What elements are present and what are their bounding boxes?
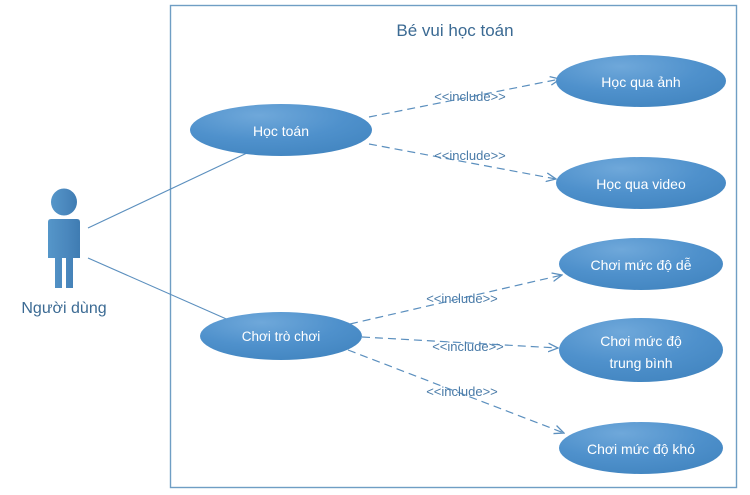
- use-case-ellipse: [190, 104, 372, 156]
- use-case-ellipse: [200, 312, 362, 360]
- association-user-to-hoc-toan: [87, 152, 248, 229]
- use-case-hoc-qua-video[interactable]: Học qua video: [556, 157, 726, 209]
- system-boundary-title: Bé vui học toán: [396, 21, 513, 40]
- use-case-ellipse: [556, 55, 726, 107]
- use-case-choi-muc-do-kho[interactable]: Chơi mức độ khó: [559, 422, 723, 474]
- use-case-label: Chơi mức độ khó: [587, 441, 695, 457]
- actor-label-nguoi-dung: Người dùng: [21, 300, 106, 317]
- use-case-choi-tro-choi[interactable]: Chơi trò chơi: [200, 312, 362, 360]
- use-case-label: Học qua ảnh: [601, 74, 680, 90]
- use-case-label-line1: Chơi mức độ: [600, 333, 682, 349]
- include-label-muc-do-kho: <<include>>: [426, 384, 498, 399]
- association-user-to-choi-tro-choi: [87, 257, 241, 326]
- use-case-hoc-qua-anh[interactable]: Học qua ảnh: [556, 55, 726, 107]
- use-case-ellipse: [559, 238, 723, 290]
- include-arrow-hoc-qua-anh: [368, 79, 560, 118]
- include-arrow-muc-do-de: [349, 275, 562, 325]
- use-case-ellipse: [559, 422, 723, 474]
- include-arrow-hoc-qua-video: [368, 143, 556, 179]
- use-case-ellipse: [559, 318, 723, 382]
- actor-nguoi-dung[interactable]: Người dùng: [21, 188, 107, 318]
- include-label-hoc-qua-anh: <<include>>: [434, 89, 506, 104]
- use-case-label-line2: trung bình: [609, 355, 672, 371]
- use-case-label: Học toán: [253, 123, 309, 139]
- include-label-hoc-qua-video: <<include>>: [434, 148, 506, 163]
- include-arrow-muc-do-trung-binh: [361, 336, 558, 348]
- use-case-label: Học qua video: [596, 176, 686, 192]
- use-case-label: Chơi trò chơi: [242, 329, 320, 344]
- use-case-choi-muc-do-trung-binh[interactable]: Chơi mức độ trung bình: [559, 318, 723, 382]
- use-case-label: Chơi mức độ dễ: [590, 257, 691, 273]
- actor-body-icon: [48, 219, 80, 288]
- include-label-muc-do-trung-binh: <<include>>: [432, 339, 504, 354]
- use-case-ellipse: [556, 157, 726, 209]
- use-case-hoc-toan[interactable]: Học toán: [190, 104, 372, 156]
- include-label-muc-do-de: <<include>>: [426, 291, 498, 306]
- actor-head-icon: [51, 188, 77, 216]
- use-case-choi-muc-do-de[interactable]: Chơi mức độ dễ: [559, 238, 723, 290]
